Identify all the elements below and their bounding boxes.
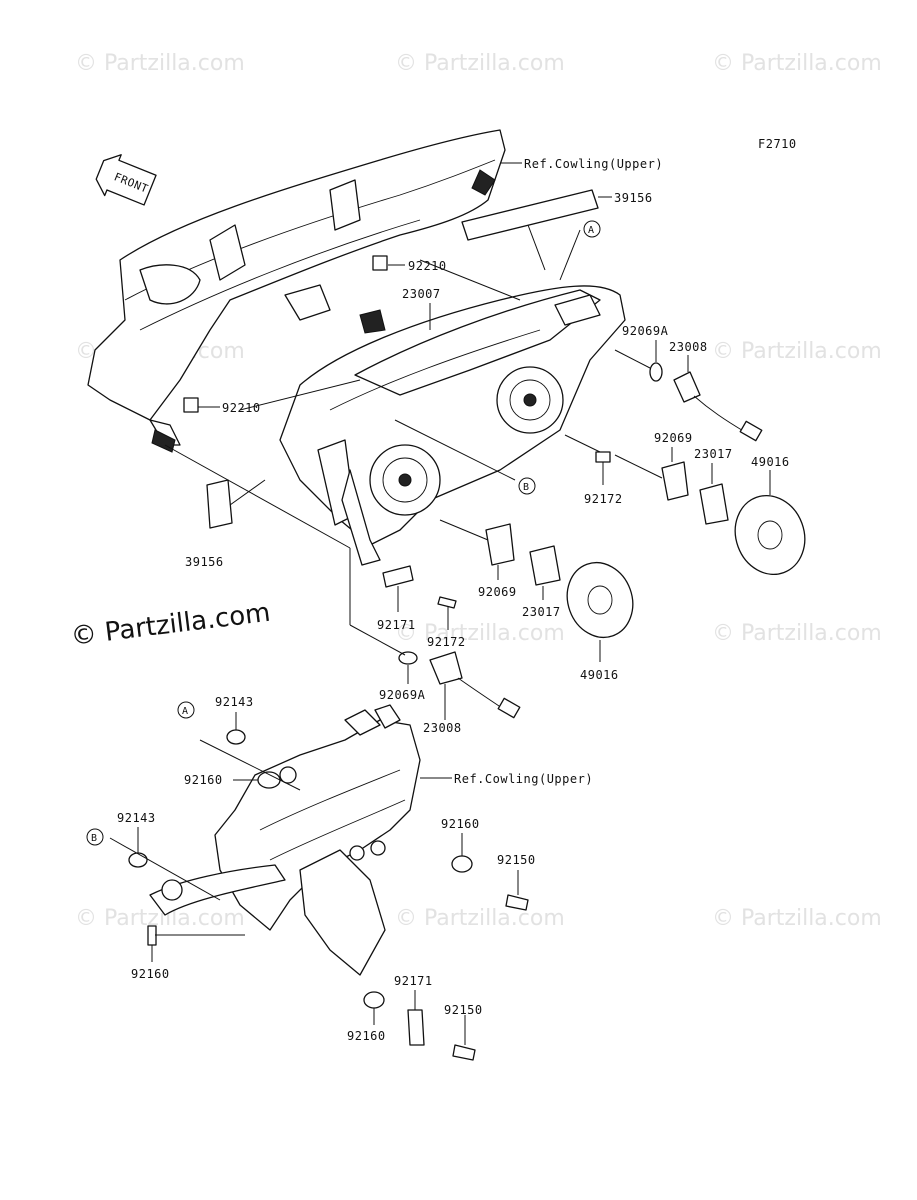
label-92172-right: 92172 xyxy=(584,492,623,506)
figure-code: F2710 xyxy=(758,137,797,151)
label-92069-right: 92069 xyxy=(654,431,693,445)
clip-92171-top xyxy=(382,565,414,588)
label-92172-center: 92172 xyxy=(427,635,466,649)
bolt-92150-a xyxy=(505,894,529,911)
watermark: © Partzilla.com xyxy=(75,906,245,931)
watermark: © Partzilla.com xyxy=(712,339,882,364)
nut-92143-top xyxy=(226,729,246,745)
label-92069-center: 92069 xyxy=(478,585,517,599)
label-92171-bottom: 92171 xyxy=(394,974,433,988)
label-92210-left: 92210 xyxy=(222,401,261,415)
bulb-92069A-right xyxy=(649,362,663,382)
label-39156-top: 39156 xyxy=(614,191,653,205)
label-92160-bottom: 92160 xyxy=(347,1029,386,1043)
label-92150-b: 92150 xyxy=(444,1003,483,1017)
socket-23017-right xyxy=(699,483,729,525)
grommet-92160-b xyxy=(451,855,473,873)
label-23017-center: 23017 xyxy=(522,605,561,619)
label-ref-cowling-upper-mid: Ref.Cowling(Upper) xyxy=(454,772,593,786)
bolt-92150-b xyxy=(452,1044,476,1061)
svg-text:B: B xyxy=(91,833,97,844)
label-23007: 23007 xyxy=(402,287,441,301)
nut-92210-top xyxy=(372,255,388,271)
watermark: © Partzilla.com xyxy=(712,906,882,931)
grommet-92160-bottom xyxy=(363,991,385,1009)
label-92150-a: 92150 xyxy=(497,853,536,867)
cowling-inner-frame xyxy=(87,129,506,453)
svg-text:A: A xyxy=(182,706,188,717)
socket-23017-center xyxy=(529,545,561,586)
socket-23008-right xyxy=(673,371,763,442)
label-92143-left: 92143 xyxy=(117,811,156,825)
label-ref-cowling-upper-top: Ref.Cowling(Upper) xyxy=(524,157,663,171)
ref-marker-b-bottom: B xyxy=(86,828,104,846)
label-92069A-right: 92069A xyxy=(622,324,669,338)
spacer-39156-left xyxy=(206,479,233,529)
label-92160-b: 92160 xyxy=(441,817,480,831)
label-49016-center: 49016 xyxy=(580,668,619,682)
nut-92143-left xyxy=(128,852,148,868)
label-92160-a: 92160 xyxy=(184,773,223,787)
clip-92171-bottom xyxy=(407,1009,425,1046)
front-arrow-icon: FRONT xyxy=(95,154,157,206)
screw-92172-right xyxy=(595,451,611,463)
label-23008-center: 23008 xyxy=(423,721,462,735)
label-23017-right: 23017 xyxy=(694,447,733,461)
nut-92210-left xyxy=(183,397,199,413)
svg-text:A: A xyxy=(588,225,594,236)
svg-text:B: B xyxy=(523,482,529,493)
label-39156-left: 39156 xyxy=(185,555,224,569)
socket-23008-center xyxy=(429,651,521,719)
watermark-main: © Partzilla.com xyxy=(69,598,272,652)
bulb-92069-right xyxy=(661,461,689,501)
watermark: © Partzilla.com xyxy=(395,51,565,76)
label-92171-top: 92171 xyxy=(377,618,416,632)
bulb-92069A-center xyxy=(398,651,418,665)
label-49016-right: 49016 xyxy=(751,455,790,469)
bulb-92069-center xyxy=(485,523,515,566)
spacer-39156-top xyxy=(461,189,599,241)
label-92143-top: 92143 xyxy=(215,695,254,709)
watermark: © Partzilla.com xyxy=(395,906,565,931)
part-labels: Ref.Cowling(Upper) 39156 92210 23007 920… xyxy=(117,157,790,1043)
ref-marker-b-top: B xyxy=(518,477,536,495)
watermark: © Partzilla.com xyxy=(712,621,882,646)
watermark: © Partzilla.com xyxy=(712,51,882,76)
label-92210-top: 92210 xyxy=(408,259,447,273)
watermark: © Partzilla.com xyxy=(395,621,565,646)
leader-lines xyxy=(109,162,771,1045)
label-92069A-center: 92069A xyxy=(379,688,426,702)
grommet-92160-left xyxy=(147,925,157,946)
cap-49016-center xyxy=(566,562,634,638)
cap-49016-right xyxy=(734,495,806,575)
screw-92172-center xyxy=(437,596,457,609)
ref-marker-a-bottom: A xyxy=(177,701,195,719)
ref-marker-a-top: A xyxy=(583,220,601,238)
watermark: © Partzilla.com xyxy=(75,51,245,76)
label-23008-right: 23008 xyxy=(669,340,708,354)
label-92160-left: 92160 xyxy=(131,967,170,981)
headlight-assembly-23007 xyxy=(279,285,626,566)
